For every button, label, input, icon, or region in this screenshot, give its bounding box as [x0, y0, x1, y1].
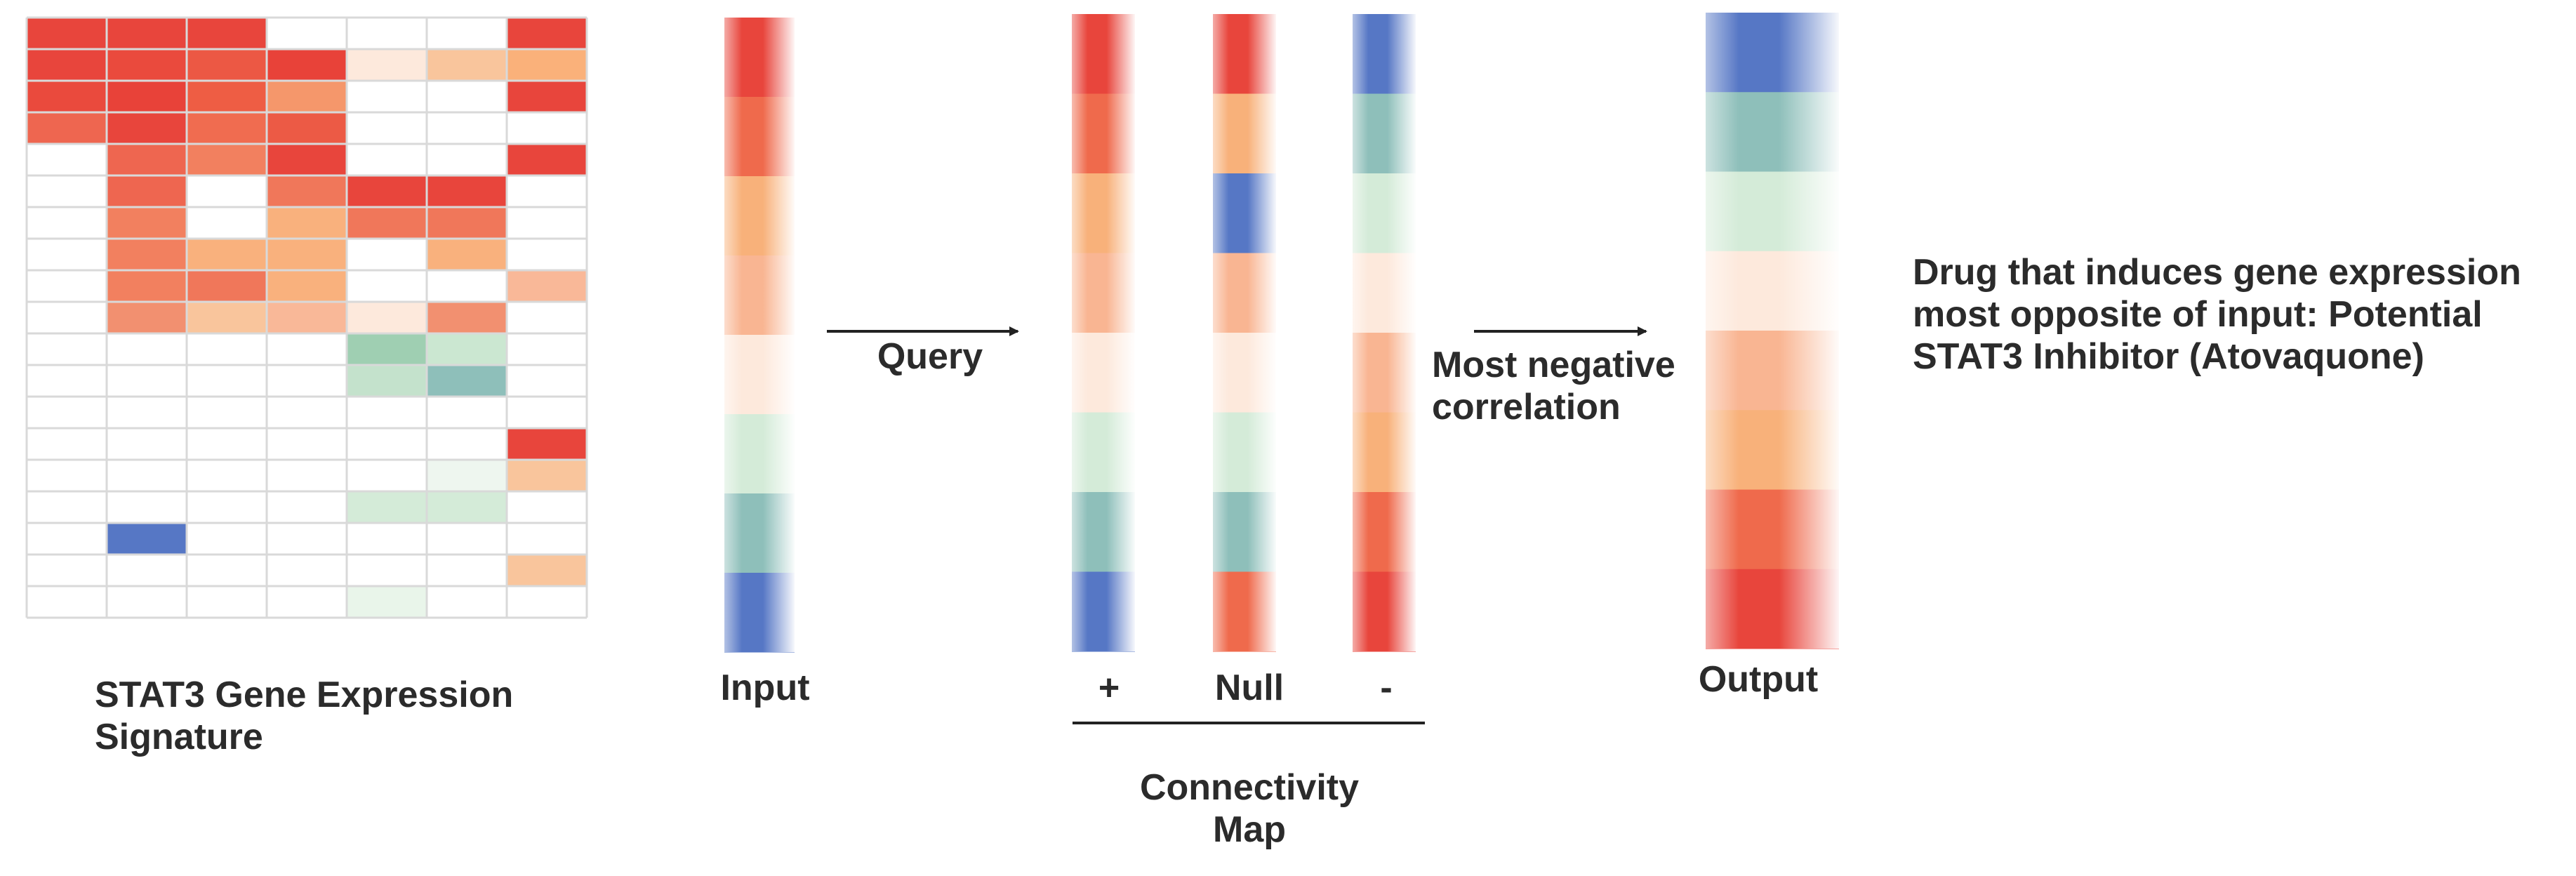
negative-label: - [1380, 668, 1393, 708]
heatmap-cell [267, 175, 347, 207]
signature-label-line-2: Signature [95, 717, 263, 757]
heatmap-cell [267, 302, 347, 333]
heatmap-cell [107, 175, 187, 207]
heatmap-cell [27, 49, 107, 81]
heatmap-cell [107, 302, 187, 333]
heatmap-cell [267, 112, 347, 144]
heatmap-cell [427, 302, 507, 333]
output-label: Output [1698, 659, 1819, 700]
heatmap-cell [187, 302, 267, 333]
signature-label-line-1: STAT3 Gene Expression [95, 675, 514, 715]
heatmap-cell [267, 49, 347, 81]
heatmap-cell [27, 112, 107, 144]
stat3-signature-heatmap [25, 16, 588, 619]
heatmap-cell [427, 207, 507, 239]
heatmap-cell [427, 49, 507, 81]
strip-shading-right [1213, 14, 1276, 651]
heatmap-cell [427, 460, 507, 491]
heatmap-cell [347, 586, 427, 618]
cmap-label-line-2: Map [1213, 809, 1286, 850]
strip-shading-right [724, 18, 795, 652]
heatmap-cell [187, 112, 267, 144]
heatmap-cell [347, 365, 427, 397]
most-negative-correlation-label: Most negative correlation [1432, 344, 1675, 428]
strip-shading-right [1706, 13, 1839, 649]
cmap-label-line-1: Connectivity [1139, 767, 1360, 808]
positive-label: + [1098, 668, 1120, 708]
result-line-2: most opposite of input: Potential [1913, 294, 2483, 335]
heatmap-cell [507, 18, 587, 49]
result-line-1: Drug that induces gene expression [1913, 252, 2521, 293]
heatmap-cell [507, 428, 587, 460]
heatmap-cell [187, 270, 267, 302]
heatmap-cell [267, 270, 347, 302]
heatmap-cell [267, 144, 347, 175]
input-strip [724, 18, 795, 653]
heatmap-cell [107, 81, 187, 112]
input-label: Input [720, 668, 810, 708]
heatmap-cell [267, 207, 347, 239]
null-label: Null [1214, 668, 1284, 708]
connectivity-map-label: Connectivity Map [1095, 766, 1404, 851]
most-negative-line-2: correlation [1432, 387, 1621, 427]
heatmap-cell [347, 302, 427, 333]
result-line-3: STAT3 Inhibitor (Atovaquone) [1913, 336, 2424, 377]
heatmap-cell [347, 49, 427, 81]
heatmap-cell [107, 239, 187, 270]
null-strip [1213, 14, 1276, 652]
heatmap-cell [267, 81, 347, 112]
strip-shading-right [1353, 14, 1416, 651]
most-negative-line-1: Most negative [1432, 345, 1675, 385]
heatmap-cell [187, 239, 267, 270]
heatmap-cell [427, 239, 507, 270]
heatmap-cell [107, 144, 187, 175]
heatmap-cell [187, 18, 267, 49]
heatmap-cell [27, 18, 107, 49]
heatmap-cell [107, 18, 187, 49]
heatmap-cell [187, 144, 267, 175]
heatmap-cell [427, 491, 507, 523]
heatmap-cell [107, 49, 187, 81]
heatmap-cell [347, 333, 427, 365]
heatmap-cell [507, 81, 587, 112]
output-strip [1706, 13, 1839, 649]
heatmap-cell [427, 365, 507, 397]
heatmap-cell [107, 270, 187, 302]
heatmap-cell [507, 49, 587, 81]
heatmap-cell [347, 175, 427, 207]
negative-strip [1353, 14, 1416, 652]
heatmap-cell [107, 112, 187, 144]
heatmap-cell [507, 270, 587, 302]
strip-shading-right [1072, 14, 1135, 651]
heatmap-cell [27, 81, 107, 112]
heatmap-cell [427, 333, 507, 365]
heatmap-cell [347, 491, 427, 523]
heatmap-cell [267, 239, 347, 270]
heatmap-cell [427, 175, 507, 207]
heatmap-cell [507, 460, 587, 491]
heatmap-cell [107, 207, 187, 239]
positive-strip [1072, 14, 1135, 652]
result-description: Drug that induces gene expression most o… [1913, 251, 2521, 378]
heatmap-cell [107, 523, 187, 555]
heatmap-cell [187, 81, 267, 112]
heatmap-cell [187, 49, 267, 81]
query-label: Query [877, 336, 983, 377]
heatmap-cell [507, 144, 587, 175]
heatmap-cell [507, 555, 587, 586]
heatmap-cell [347, 207, 427, 239]
signature-label: STAT3 Gene Expression Signature [95, 674, 513, 758]
expression-strips [724, 13, 1839, 653]
